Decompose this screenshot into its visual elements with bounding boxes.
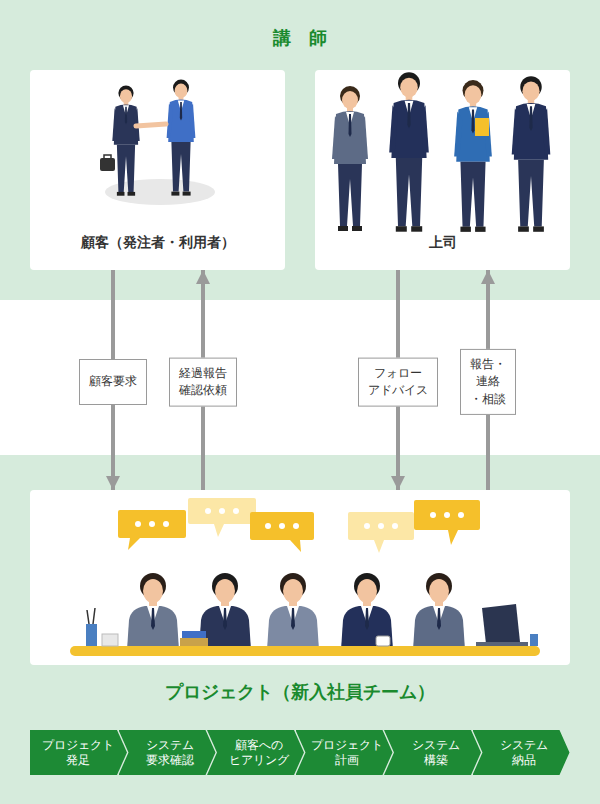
speech-bubbles [444,512,450,518]
step-chevron: システム 納品 [473,730,570,775]
team-heading: プロジェクト（新入社員チーム） [30,680,570,704]
speech-bubbles [205,508,211,514]
speech-bubbles [118,498,480,553]
step-label: 顧客への ヒアリング [229,738,289,768]
flow-label: フォロー アドバイス [358,358,438,407]
speech-bubbles [378,523,384,529]
speech-bubbles [392,523,398,529]
speech-bubbles [430,512,436,518]
step-chevron: システム 要求確認 [119,730,216,775]
speech-bubbles [348,512,414,540]
desk-items [70,604,540,656]
team-members [127,573,179,650]
step-label: プロジェクト 発足 [42,738,114,768]
step-label: システム 構築 [412,738,460,768]
step-chevron: 顧客への ヒアリング [207,730,304,775]
speech-bubbles [374,540,384,553]
step-label: システム 要求確認 [146,738,194,768]
manager-figures [332,86,368,231]
handshake-figure [167,80,196,196]
section-title: 講 師 [0,26,600,50]
desk-items [102,634,118,646]
desk-items [180,638,208,646]
desk-items [182,631,206,638]
manager-figures [454,80,492,232]
team-card: プロジェクト（新入社員チーム） [30,490,570,665]
speech-bubbles [364,523,370,529]
actor-label: 顧客（発注者・利用者） [30,234,285,252]
manager-figures [332,72,550,232]
manager-figures [389,72,429,232]
desk-items [70,646,540,656]
flow-label: 顧客要求 [79,359,147,405]
speech-bubbles [163,521,169,527]
desk-items [86,624,97,646]
desk-items [476,642,528,646]
speech-bubbles [233,508,239,514]
actor-card: 顧客（発注者・利用者） [30,70,285,270]
actor-card: 上司 [315,70,570,270]
step-chevron: プロジェクト 計画 [296,730,393,775]
team-members [127,573,465,650]
desk-items [87,608,95,624]
speech-bubbles [458,512,464,518]
step-chevron: プロジェクト 発足 [30,730,127,775]
speech-bubbles [448,530,458,545]
handshake-figure [104,155,111,158]
speech-bubbles [135,508,464,529]
desk-items [482,604,520,644]
speech-bubbles [149,521,155,527]
actor-label: 上司 [315,234,570,252]
instructor-band: 講 師 顧客（発注者・利用者） 上司 [0,0,600,300]
desk-items [376,636,390,646]
speech-bubbles [214,524,224,537]
handshake-figure [112,86,139,196]
speech-bubbles [414,500,480,530]
handshake-figure [136,124,166,126]
flow-label: 経過報告 確認依頼 [169,358,237,407]
speech-bubbles [188,498,256,524]
manager-figures [512,76,551,232]
handshake-figure [100,158,115,171]
step-label: システム 納品 [500,738,548,768]
speech-bubbles [265,523,271,529]
team-members [413,573,465,650]
speech-bubbles [293,523,299,529]
speech-bubbles [135,521,141,527]
team-members [267,573,319,650]
speech-bubbles [290,540,301,552]
speech-bubbles [128,538,140,550]
speech-bubbles [250,512,314,540]
step-label: プロジェクト 計画 [311,738,383,768]
team-members [341,573,393,650]
handshake-figure [100,80,215,205]
desk-items [530,634,538,646]
manager-figures [475,118,489,136]
speech-bubbles [219,508,225,514]
team-illustration [30,490,570,665]
flow-label: 報告・連絡 ・相談 [460,349,516,415]
speech-bubbles [118,510,186,538]
speech-bubbles [279,523,285,529]
step-chevron: システム 構築 [384,730,481,775]
